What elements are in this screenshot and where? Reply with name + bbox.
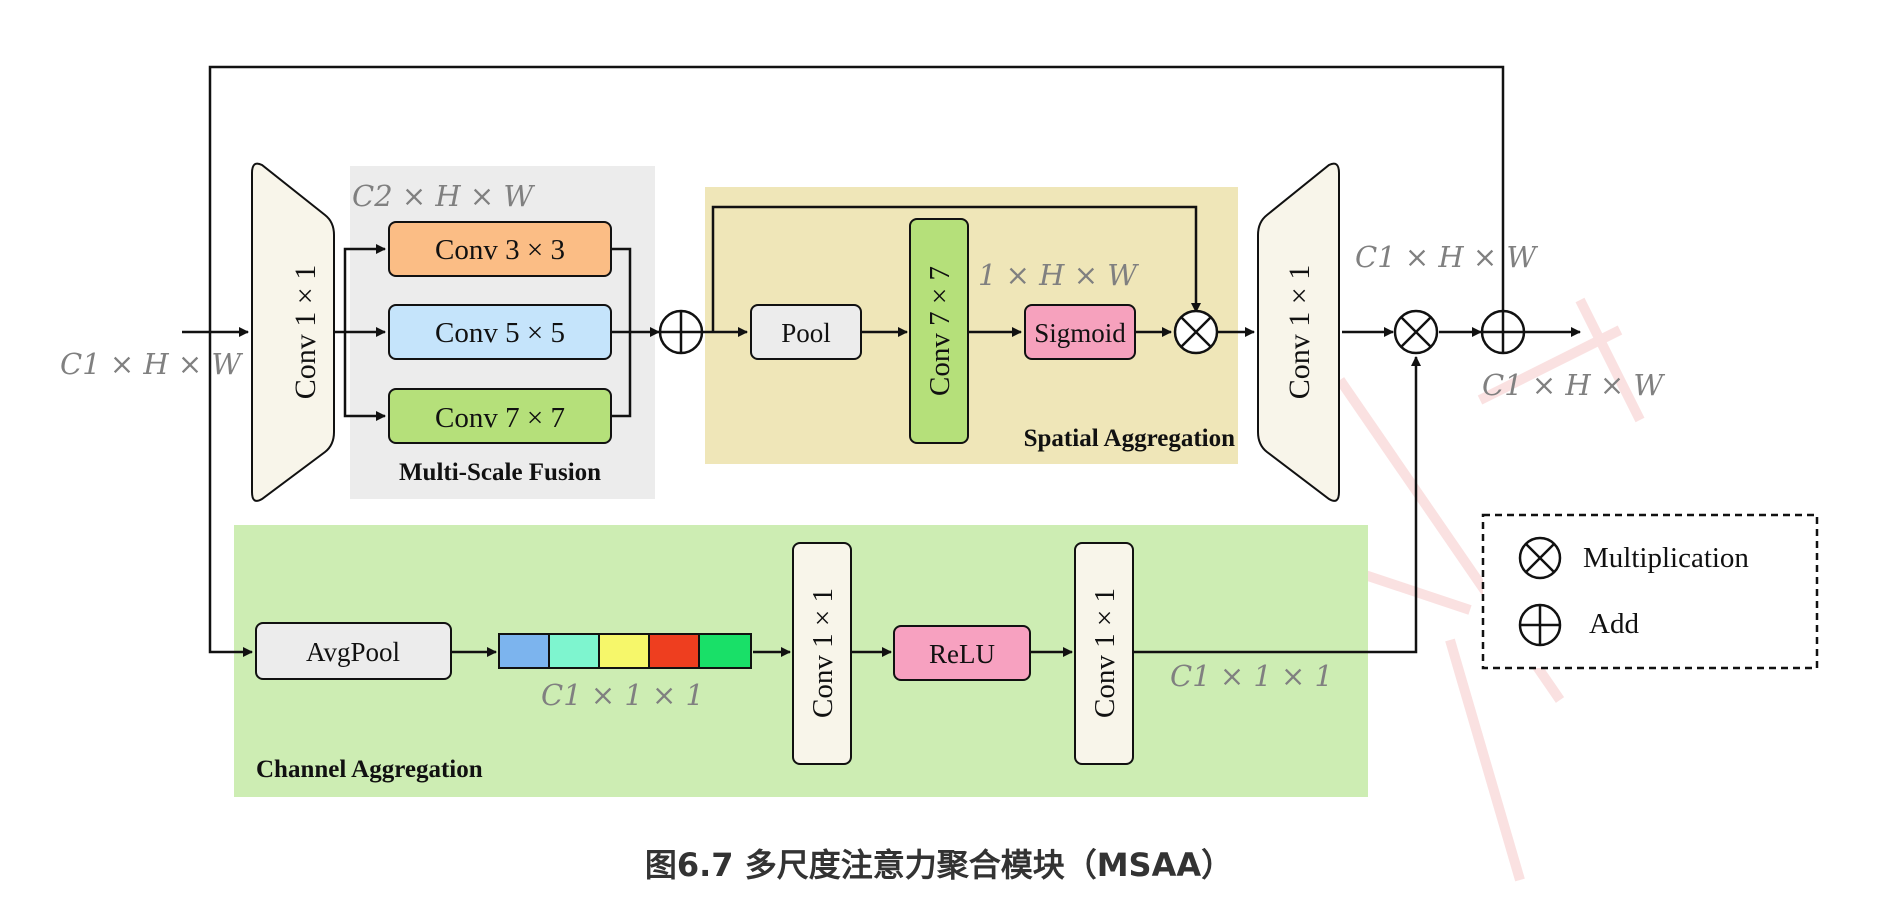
- channel-out-dim-label: C1 × 1 × 1: [1170, 659, 1333, 693]
- multiply-operator-2: [1393, 309, 1439, 355]
- legend-multiplication-icon: [1518, 536, 1562, 580]
- multiply-operator-1: [1173, 309, 1219, 355]
- spatial-conv7-block: [909, 218, 969, 444]
- channel-conv1-b-label: Conv 1 × 1: [1089, 588, 1121, 718]
- legend: Multiplication Add: [1481, 513, 1819, 670]
- vector-cell-4: [648, 633, 700, 669]
- conv5-block: [388, 304, 612, 360]
- sigmoid-label: Sigmoid: [1034, 318, 1126, 348]
- legend-multiplication-label: Multiplication: [1583, 542, 1749, 574]
- relu-block: [893, 625, 1031, 681]
- conv5-label: Conv 5 × 5: [435, 317, 565, 349]
- connections: [182, 65, 1581, 657]
- conv3-block: [388, 221, 612, 277]
- legend-add-label: Add: [1589, 608, 1639, 640]
- conv3-label: Conv 3 × 3: [435, 234, 565, 266]
- vector-cell-1: [498, 633, 550, 669]
- figure-caption: 图6.7 多尺度注意力聚合模块（MSAA）: [644, 846, 1234, 884]
- conv7-label: Conv 7 × 7: [435, 402, 565, 434]
- relu-label: ReLU: [929, 639, 995, 669]
- spatial-aggregation-title: Spatial Aggregation: [1024, 425, 1235, 452]
- avgpool-label: AvgPool: [306, 637, 400, 667]
- multi-scale-fusion-title: Multi-Scale Fusion: [399, 459, 601, 486]
- input-dim-label: C1 × H × W: [60, 347, 243, 381]
- conv1-output-label: Conv 1 × 1: [1283, 265, 1316, 399]
- conv7-block: [388, 388, 612, 444]
- channel-conv1-a-block: [792, 542, 852, 765]
- channel-vector-dim-label: C1 × 1 × 1: [541, 678, 704, 712]
- add-operator-1: [658, 309, 704, 355]
- multi-scale-dim-label: C2 × H × W: [352, 179, 535, 213]
- conv1-output-block: Conv 1 × 1: [1257, 162, 1340, 502]
- spatial-dim-label: 1 × H × W: [978, 258, 1139, 292]
- add-operator-2: [1480, 309, 1526, 355]
- sigmoid-block: [1024, 304, 1136, 360]
- pool-label: Pool: [781, 318, 831, 348]
- conv-out-dim-label: C1 × H × W: [1355, 240, 1538, 274]
- legend-add-icon: [1518, 603, 1562, 647]
- output-dim-label: C1 × H × W: [1482, 368, 1665, 402]
- vector-cell-5: [698, 633, 752, 669]
- pool-block: [750, 304, 862, 360]
- avgpool-block: [255, 622, 452, 680]
- vector-cell-2: [548, 633, 600, 669]
- conv1-input-block: Conv 1 × 1: [251, 162, 335, 502]
- vector-cell-3: [598, 633, 650, 669]
- channel-aggregation-title: Channel Aggregation: [256, 756, 483, 783]
- channel-conv1-a-label: Conv 1 × 1: [807, 588, 839, 718]
- channel-vector: [498, 633, 752, 669]
- channel-conv1-b-block: [1074, 542, 1134, 765]
- conv1-input-label: Conv 1 × 1: [289, 265, 322, 399]
- spatial-conv7-label: Conv 7 × 7: [924, 266, 956, 396]
